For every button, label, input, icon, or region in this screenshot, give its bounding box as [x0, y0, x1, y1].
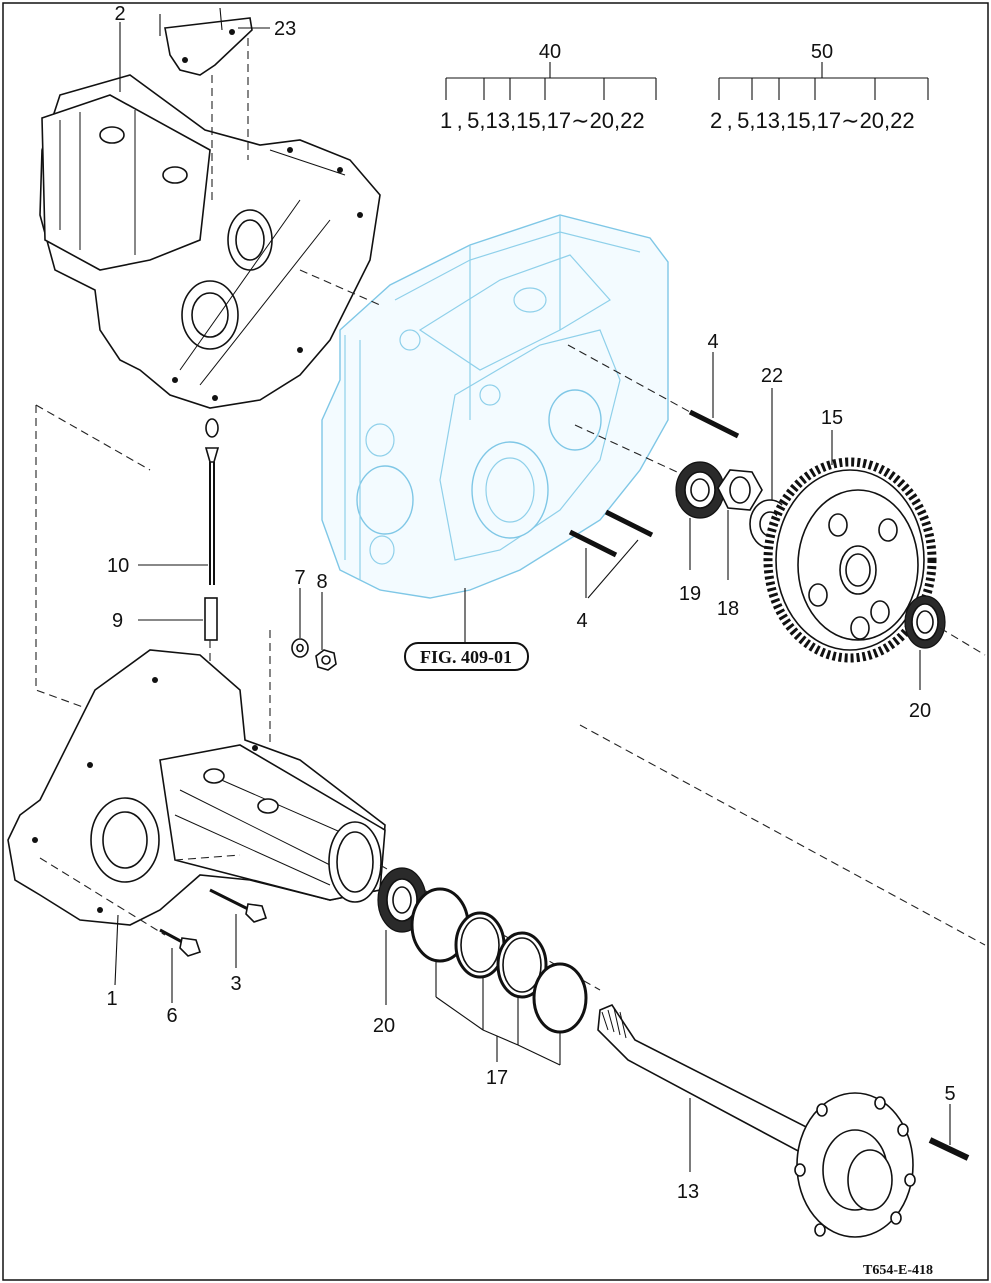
- left-alignment-line-2: [35, 404, 151, 471]
- shaft-centerline-upper: [574, 424, 691, 479]
- right-alignment-line-2: [579, 724, 986, 946]
- callout-6: 6: [166, 1005, 177, 1027]
- dipstick: [204, 418, 220, 585]
- lower-axle-housing: [7, 649, 386, 926]
- callout-4-lower: 4: [576, 610, 587, 632]
- upper-axle-housing: [39, 74, 381, 409]
- bolt-3-centerline: [174, 854, 241, 861]
- bolt-3: [209, 888, 268, 923]
- bearing-20-upper: [904, 595, 946, 649]
- left-alignment-line: [35, 405, 106, 716]
- callout-22: 22: [761, 365, 783, 387]
- stud-upper-centerline: [567, 344, 691, 413]
- bolt-6: [159, 928, 202, 957]
- callout-20-lower: 20: [373, 1015, 395, 1037]
- callout-23: 23: [274, 18, 296, 40]
- bolt-6-centerline: [39, 857, 166, 936]
- callout-9: 9: [112, 610, 123, 632]
- callout-4-upper: 4: [707, 331, 718, 353]
- stud-upper: [688, 409, 740, 439]
- callout-7: 7: [294, 567, 305, 589]
- kit-50-bracket: [718, 62, 929, 100]
- seal-rings-17: [410, 887, 588, 1034]
- callout-2: 2: [114, 3, 125, 25]
- kit-50-number: 50: [811, 41, 833, 63]
- callout-1: 1: [106, 988, 117, 1010]
- hex-nut: [315, 649, 337, 671]
- upper-centerline: [299, 269, 381, 306]
- stud-lower-pair: [568, 509, 654, 558]
- callout-17: 17: [486, 1067, 508, 1089]
- leader-4-lower-b: [587, 539, 639, 599]
- axle-shaft-13: [597, 1004, 916, 1238]
- lock-nut-18: [717, 469, 763, 511]
- figure-reference-label: FIG. 409-01: [420, 647, 512, 667]
- callout-13: 13: [677, 1181, 699, 1203]
- bearing-19: [675, 461, 725, 519]
- wheel-stud-5: [928, 1137, 970, 1161]
- right-alignment-line: [939, 627, 986, 656]
- rings-17-bracket: [435, 962, 561, 1066]
- drawing-code: T654-E-418: [863, 1263, 933, 1278]
- callout-3: 3: [230, 973, 241, 995]
- callout-15: 15: [821, 407, 843, 429]
- kit-40-bracket: [445, 62, 657, 100]
- leader-1: [114, 914, 119, 986]
- kit-40-number: 40: [539, 41, 561, 63]
- callout-20-upper: 20: [909, 700, 931, 722]
- washer: [291, 638, 309, 658]
- callout-18: 18: [717, 598, 739, 620]
- callout-8: 8: [316, 571, 327, 593]
- transmission-case-reference: [321, 214, 669, 599]
- dipstick-tube: [204, 597, 218, 641]
- mounting-bracket: [159, 7, 253, 76]
- callout-5: 5: [944, 1083, 955, 1105]
- kit-40-members: 1 , 5,13,15,17∼20,22: [440, 108, 645, 133]
- callout-19: 19: [679, 583, 701, 605]
- final-gear-15: [763, 457, 937, 663]
- kit-50-members: 2 , 5,13,15,17∼20,22: [710, 108, 915, 133]
- callout-10: 10: [107, 555, 129, 577]
- figure-reference-box: FIG. 409-01: [404, 642, 529, 671]
